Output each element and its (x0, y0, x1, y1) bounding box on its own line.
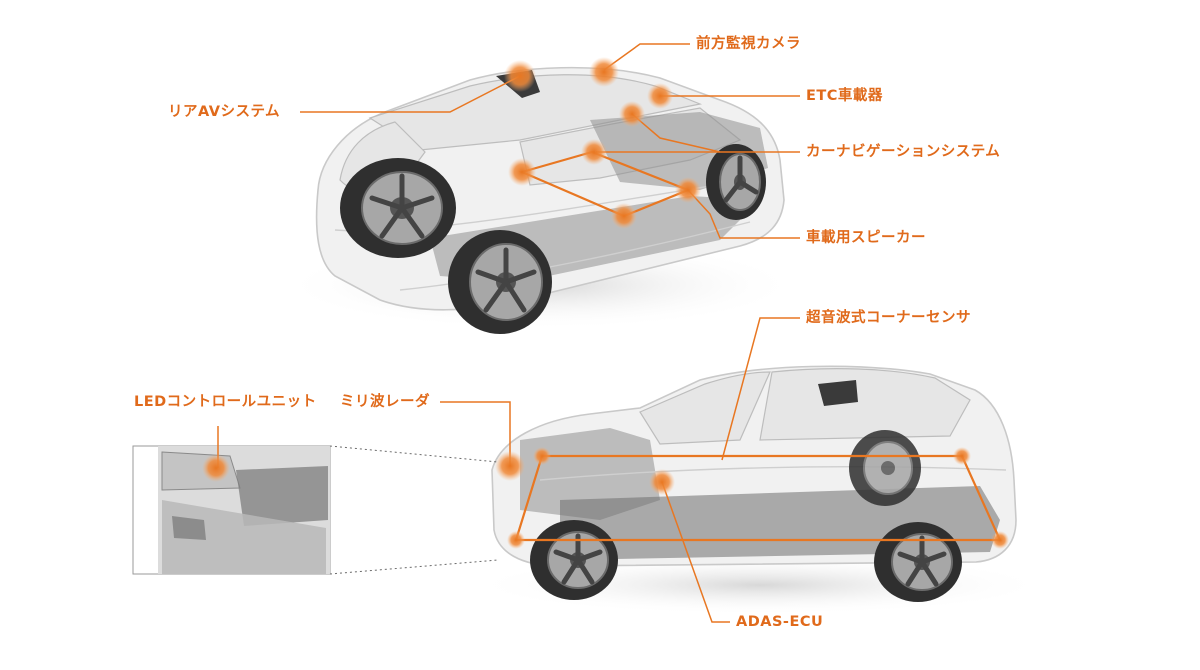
marker-adas-ecu (649, 469, 675, 495)
inset-pointer-line-top (329, 445, 499, 463)
inset-bumper (162, 500, 326, 574)
label-car-navigation: カーナビゲーションシステム (806, 144, 1001, 160)
bottom-car-rear-wheel (874, 522, 962, 602)
label-ultrasonic-sensor: 超音波式コーナーセンサ (806, 310, 971, 326)
marker-front-camera (589, 57, 619, 87)
marker-speaker-rear (508, 158, 536, 186)
leader-ultrasonic (721, 317, 800, 461)
bottom-car-illustration (470, 365, 1050, 615)
marker-car-navigation (619, 101, 645, 127)
bottom-car-spare-wheel (849, 430, 921, 506)
leader-millimeter-radar (440, 401, 511, 466)
label-millimeter-radar: ミリ波レーダ (340, 394, 430, 410)
bottom-car-belt-line (539, 466, 1007, 481)
label-adas-ecu: ADAS-ECU (736, 614, 824, 630)
marker-sensor-front-bottom (507, 531, 525, 549)
top-car-rear-wheel (448, 230, 552, 334)
label-speaker: 車載用スピーカー (806, 230, 926, 246)
bottom-car-engine-bay (520, 428, 660, 520)
inset-pointer-line-bottom (329, 559, 499, 575)
inset-fog-lamp (172, 516, 206, 540)
marker-speaker-door (611, 203, 637, 229)
component-markers (202, 57, 1009, 549)
led-detail-inset (132, 445, 499, 575)
marker-sensor-front-top (533, 447, 551, 465)
marker-millimeter-radar (495, 451, 525, 481)
bottom-car-side-window (759, 368, 971, 441)
leader-adas-ecu (661, 481, 730, 623)
label-rear-av-system: リアAVシステム (168, 104, 281, 120)
top-car-front-wheel (706, 144, 766, 220)
marker-speaker-front (675, 177, 701, 203)
label-front-camera: 前方監視カメラ (696, 36, 801, 52)
marker-etc (647, 83, 673, 109)
leader-lines (217, 43, 800, 623)
label-led-control-unit: LEDコントロールユニット (134, 394, 317, 410)
bottom-car-front-wheel (530, 520, 618, 600)
leader-rear-av (300, 75, 521, 113)
marker-rear-av (504, 60, 536, 92)
top-car-spare-wheel (340, 158, 456, 258)
bottom-car-windshield (639, 371, 771, 445)
leader-car-navigation (631, 113, 800, 153)
marker-navigation-unit (581, 139, 607, 165)
leader-speaker (687, 189, 800, 239)
label-etc-unit: ETC車載器 (806, 88, 883, 104)
top-car-illustration (280, 66, 800, 334)
marker-sensor-rear-top (953, 447, 971, 465)
marker-led-control (202, 454, 230, 482)
leader-front-camera (603, 43, 690, 71)
inset-grille (236, 466, 328, 526)
top-car-sill-line (399, 221, 751, 291)
bottom-car-roof-module (818, 380, 858, 406)
marker-sensor-rear-bottom (991, 531, 1009, 549)
